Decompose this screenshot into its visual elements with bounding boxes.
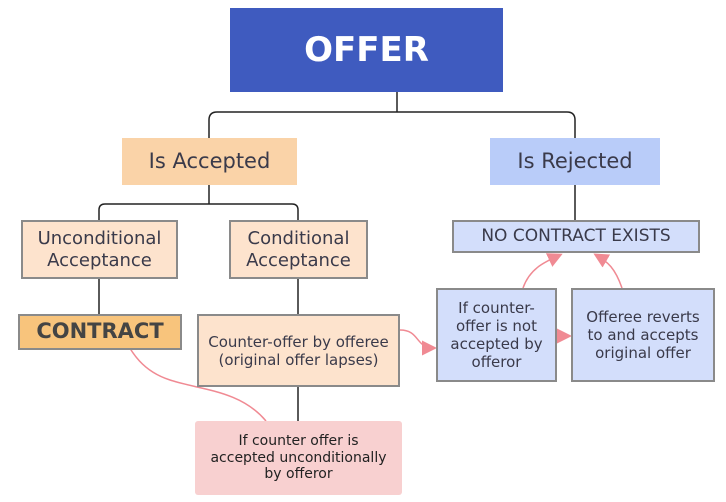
counter-not-accepted-node: If counter-offer is not accepted by offe…	[436, 288, 557, 382]
contract-node: CONTRACT	[18, 314, 182, 350]
counter-offer-node: Counter-offer by offeree (original offer…	[197, 314, 400, 387]
no-contract-node: NO CONTRACT EXISTS	[452, 220, 700, 253]
conditional-acceptance-node: Conditional Acceptance	[229, 220, 368, 279]
is-rejected-node: Is Rejected	[490, 138, 660, 185]
tree-lines	[98, 92, 576, 421]
counter-accepted-node: If counter offer is accepted uncondition…	[195, 421, 402, 495]
offer-node: OFFER	[230, 8, 503, 92]
relation-arrows	[116, 253, 623, 422]
unconditional-acceptance-node: Unconditional Acceptance	[21, 220, 178, 279]
offeree-reverts-node: Offeree reverts to and accepts original …	[571, 288, 715, 382]
is-accepted-node: Is Accepted	[122, 138, 297, 185]
